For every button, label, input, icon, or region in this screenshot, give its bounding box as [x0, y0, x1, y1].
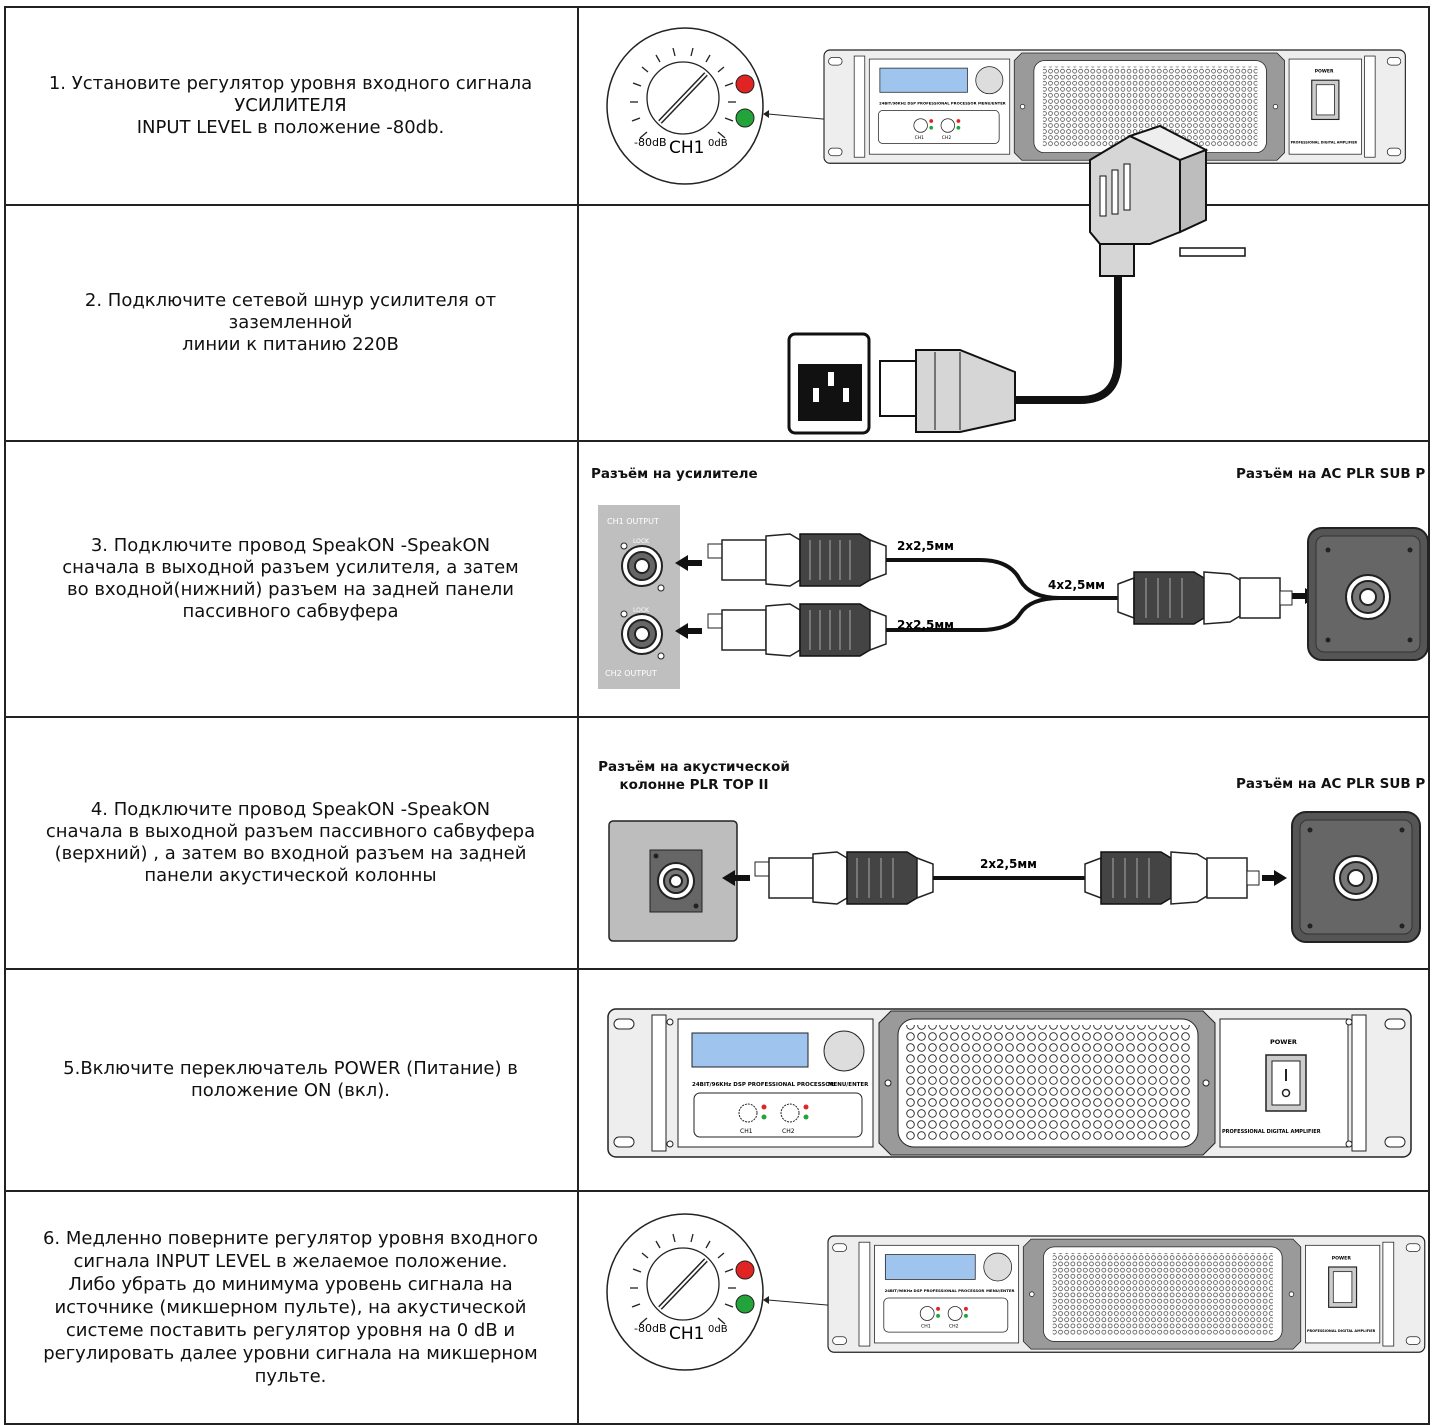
row-divider — [4, 440, 1430, 442]
svg-text:CH2 OUTPUT: CH2 OUTPUT — [605, 669, 657, 678]
svg-text:CH2: CH2 — [942, 135, 952, 141]
svg-text:PROFESSIONAL DIGITAL AMPLIFIER: PROFESSIONAL DIGITAL AMPLIFIER — [1291, 141, 1358, 145]
svg-text:PROFESSIONAL DIGITAL AMPLIFIER: PROFESSIONAL DIGITAL AMPLIFIER — [1307, 1329, 1376, 1333]
table-border — [4, 6, 1430, 1425]
sub-connector-panel-2 — [1291, 811, 1421, 943]
top-speaker-panel — [608, 820, 738, 942]
step-6-text: 6. Медленно поверните регулятор уровня в… — [42, 1227, 538, 1387]
knob-channel-label: CH1 — [669, 138, 704, 158]
svg-text:LOCK: LOCK — [633, 607, 650, 614]
step-4-text: 4. Подключите провод SpeakON -SpeakON сн… — [45, 799, 536, 886]
cable-bottom-label: 2x2,5мм — [897, 618, 954, 632]
svg-text:MENU/ENTER: MENU/ENTER — [986, 1288, 1014, 1293]
svg-text:POWER: POWER — [1332, 1255, 1352, 1261]
speakon-plug-right — [1084, 851, 1260, 905]
iec-socket — [787, 332, 871, 435]
cable-label: 2x2,5мм — [980, 857, 1037, 871]
row3-left-title: Разъём на усилителе — [591, 466, 758, 482]
row4-left-title: Разъём на акустической колонне PLR TOP I… — [598, 759, 790, 793]
row-divider — [4, 1190, 1430, 1192]
svg-text:24BIT/96KHz DSP PROFESSIONAL P: 24BIT/96KHz DSP PROFESSIONAL PROCESSOR — [692, 1082, 835, 1088]
svg-text:LOCK: LOCK — [633, 538, 650, 545]
amplifier-front-panel-small: 24BIT/96KHz DSP PROFESSIONAL PROCESSOR M… — [823, 49, 1406, 164]
svg-text:POWER: POWER — [1270, 1038, 1297, 1046]
row3-right-title: Разъём на AC PLR SUB P — [1236, 466, 1426, 482]
speakon-plug-bottom — [707, 603, 887, 657]
schuko-plug — [1089, 124, 1246, 277]
power-cable — [879, 276, 1122, 433]
knob-zoom-circle-2: -80dB CH1 0dB — [606, 1213, 933, 1371]
svg-text:CH1 OUTPUT: CH1 OUTPUT — [607, 517, 659, 526]
svg-text:-80dB: -80dB — [634, 1322, 667, 1335]
amplifier-front-panel-large: 24BIT/96KHz DSP PROFESSIONAL PROCESSOR M… — [607, 1008, 1412, 1158]
knob-zoom-circle: -80dB CH1 0dB — [606, 27, 923, 185]
svg-text:POWER: POWER — [1315, 69, 1334, 75]
svg-text:PROFESSIONAL DIGITAL AMPLIFIER: PROFESSIONAL DIGITAL AMPLIFIER — [1222, 1129, 1321, 1135]
svg-text:CH2: CH2 — [782, 1128, 795, 1135]
cable-top-label: 2x2,5мм — [897, 539, 954, 553]
step-2-text: 2. Подключите сетевой шнур усилителя от … — [84, 290, 497, 355]
svg-text:CH1: CH1 — [915, 135, 925, 141]
amplifier-front-panel-small-2: 24BIT/96KHz DSP PROFESSIONAL PROCESSOR M… — [827, 1235, 1426, 1353]
step-5-text: 5.Включите переключатель POWER (Питание)… — [63, 1058, 518, 1101]
row4-right-title: Разъём на AC PLR SUB P — [1236, 776, 1426, 792]
svg-text:24BIT/96KHz DSP PROFESSIONAL P: 24BIT/96KHz DSP PROFESSIONAL PROCESSOR — [879, 101, 976, 105]
row-divider — [4, 204, 1430, 206]
svg-text:0dB: 0dB — [708, 1324, 728, 1335]
column-divider — [577, 6, 579, 1425]
svg-text:CH1: CH1 — [921, 1323, 931, 1329]
step-3-text: 3. Подключите провод SpeakON -SpeakON сн… — [62, 535, 519, 622]
y-cable — [886, 558, 1118, 632]
cable-joined-label: 4x2,5мм — [1048, 578, 1105, 592]
speakon-plug-top — [707, 533, 887, 587]
svg-text:24BIT/96KHz DSP PROFESSIONAL P: 24BIT/96KHz DSP PROFESSIONAL PROCESSOR — [885, 1288, 985, 1293]
amp-output-panel: CH1 OUTPUT LOCK LOCK CH2 OUTPUT — [598, 505, 680, 689]
knob-max-label: 0dB — [708, 138, 728, 149]
svg-text:CH1: CH1 — [669, 1324, 704, 1344]
speakon-plug-left — [754, 851, 934, 905]
svg-text:CH2: CH2 — [949, 1323, 959, 1329]
sub-connector-panel — [1307, 527, 1429, 661]
svg-text:MENU/ENTER: MENU/ENTER — [828, 1082, 869, 1088]
speakon-plug-right — [1117, 571, 1293, 625]
knob-min-label: -80dB — [634, 136, 667, 149]
step-1-text: 1. Установите регулятор уровня входного … — [48, 73, 533, 138]
svg-text:CH1: CH1 — [740, 1128, 753, 1135]
row-divider — [4, 968, 1430, 970]
row-divider — [4, 716, 1430, 718]
svg-text:MENU/ENTER: MENU/ENTER — [978, 101, 1006, 105]
